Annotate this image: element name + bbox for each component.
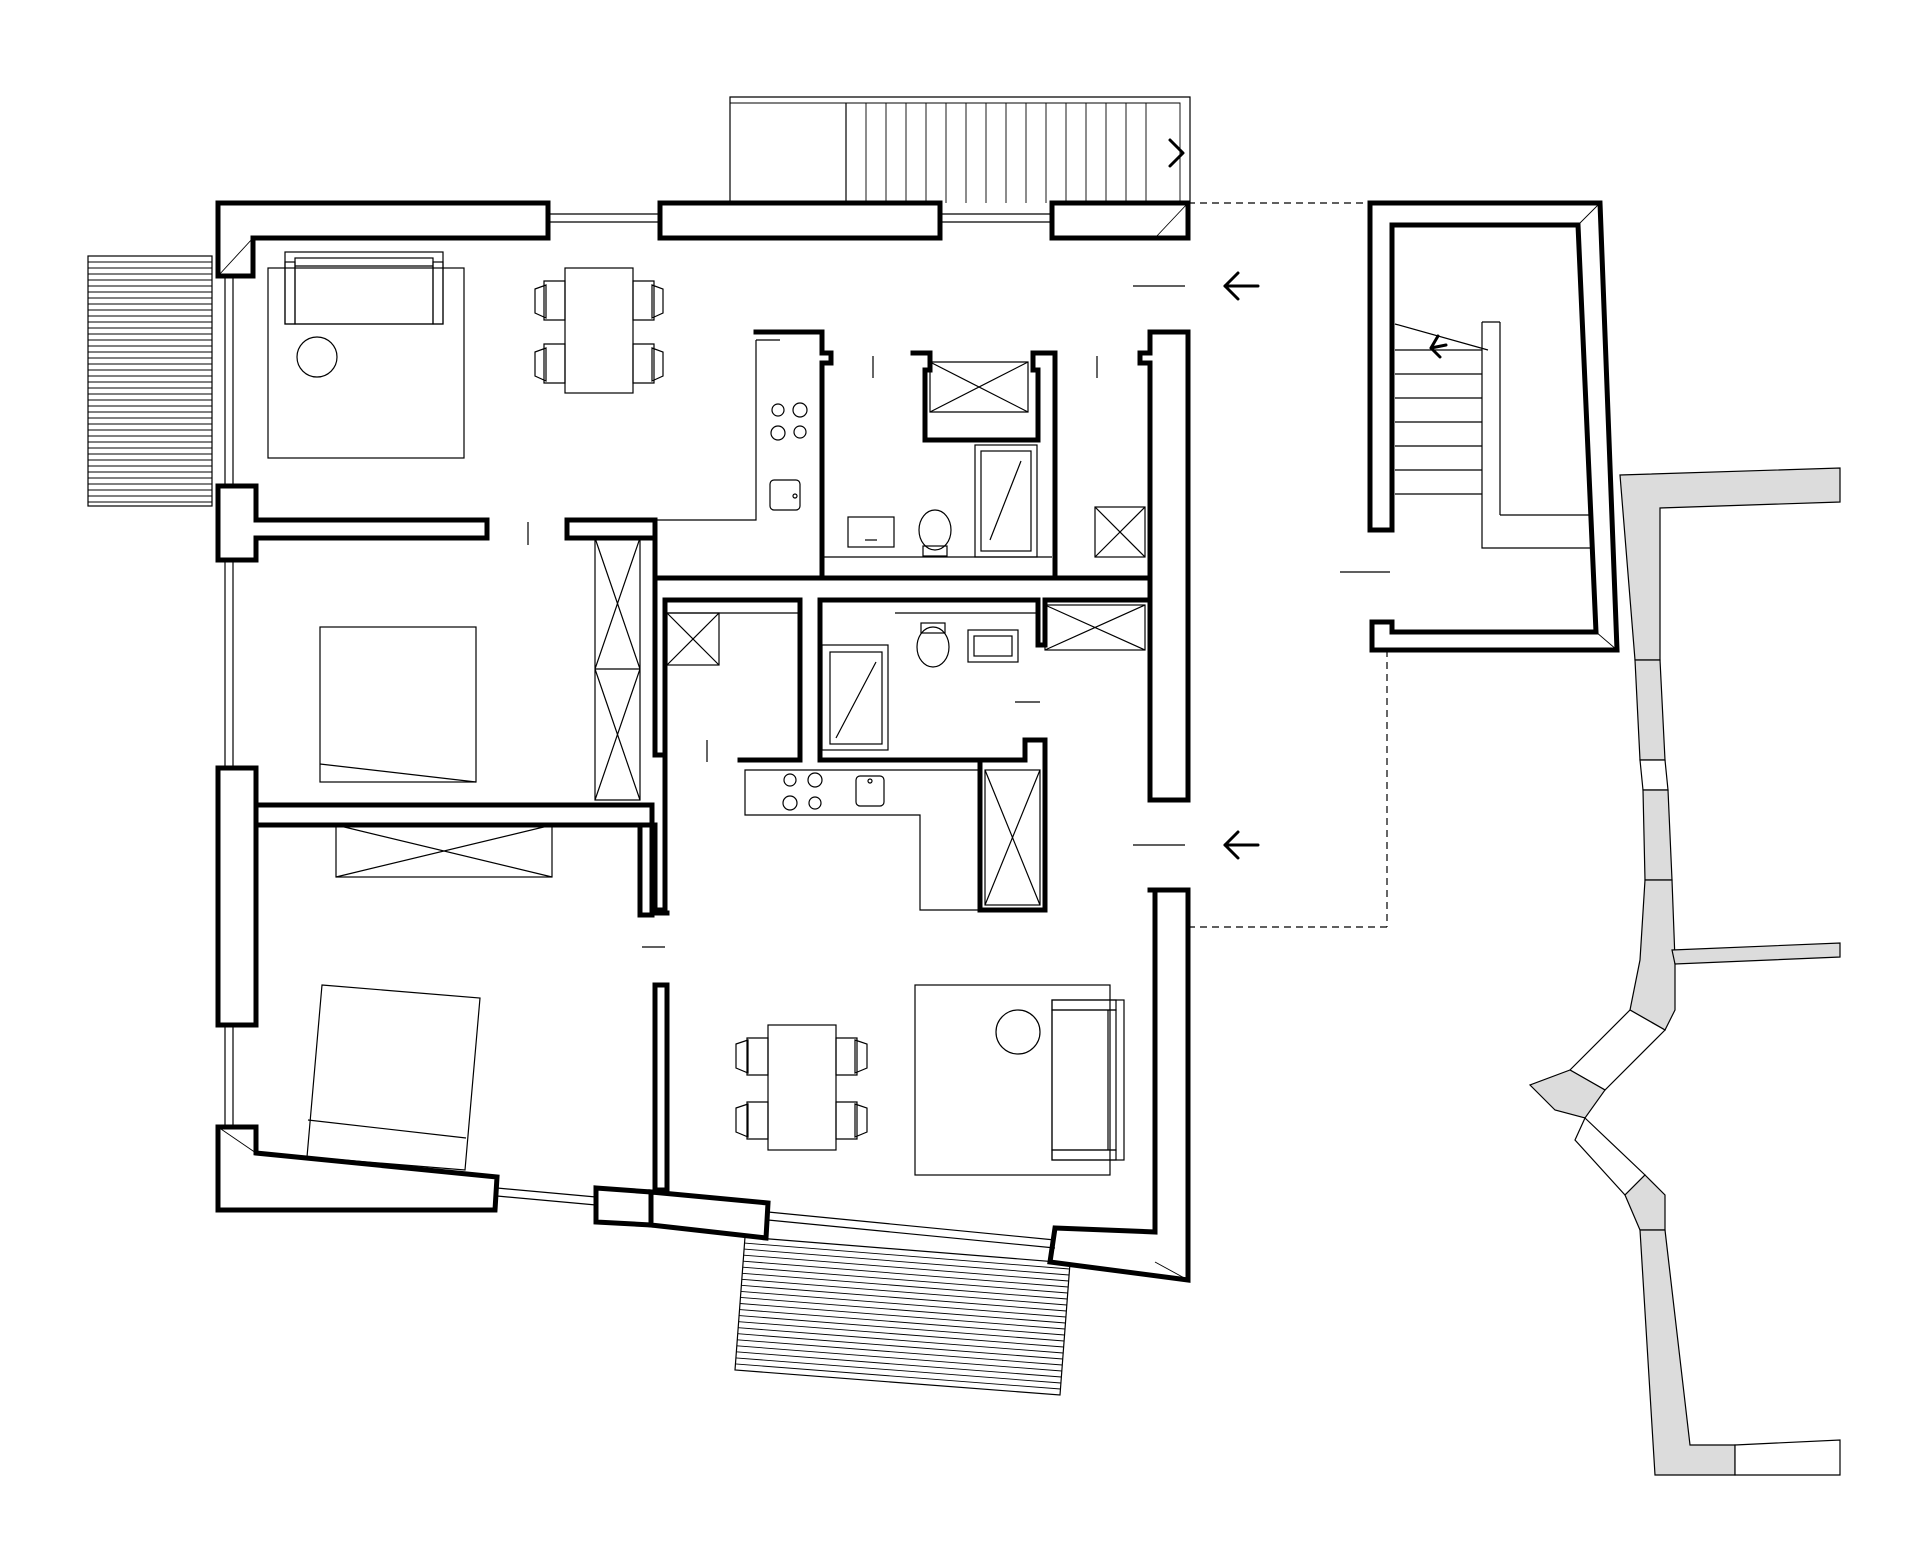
entrance-arrows <box>1133 271 1260 860</box>
cooktop-icon <box>782 772 823 811</box>
hatch-line <box>742 1266 1068 1294</box>
table-icon <box>534 267 664 394</box>
table-icon <box>735 1024 868 1151</box>
stair-direction-icon <box>1168 138 1185 168</box>
left-deck <box>87 255 213 507</box>
coffee-table <box>995 1009 1041 1055</box>
sofa-icon <box>1051 999 1125 1161</box>
stair-direction-icon <box>1429 334 1448 359</box>
sink-icon <box>847 516 895 548</box>
hatch-line <box>742 1272 1068 1300</box>
hatch-line <box>744 1242 1070 1270</box>
hatch-line <box>739 1309 1065 1336</box>
hatch-line <box>736 1351 1062 1378</box>
hatch-line <box>744 1248 1070 1276</box>
arrow-left-icon <box>1223 271 1260 301</box>
hatch-line <box>736 1345 1062 1372</box>
lower-apartment-furniture <box>306 604 1146 1176</box>
hatch-line <box>740 1290 1066 1318</box>
top-deck <box>729 96 1191 203</box>
hatch-line <box>735 1363 1061 1390</box>
coffee-table <box>296 336 338 378</box>
arrow-left-icon <box>1223 830 1260 860</box>
hatch-line <box>735 1357 1061 1384</box>
sink-icon <box>855 775 885 807</box>
dashed-lines <box>1188 202 1388 928</box>
toilet-icon <box>916 622 950 668</box>
hatch-line <box>737 1333 1063 1360</box>
top-apartment-furniture <box>267 251 1146 801</box>
toilet-icon <box>918 509 952 557</box>
hatch-line <box>739 1303 1066 1330</box>
interior-walls <box>253 329 1191 1193</box>
shower-icon <box>974 444 1038 558</box>
hatch-line <box>741 1284 1067 1312</box>
cooktop-icon <box>770 402 808 441</box>
hatch-line <box>737 1339 1063 1366</box>
hatch-line <box>743 1260 1069 1288</box>
hatch-line <box>740 1297 1066 1324</box>
exterior-walls <box>215 200 1191 1283</box>
sink-icon <box>967 629 1019 663</box>
stairwell <box>1340 200 1620 653</box>
sofa-icon <box>284 251 444 325</box>
bed-icon <box>319 626 477 783</box>
hatch-line <box>738 1327 1064 1354</box>
bottom-deck <box>734 1236 1071 1396</box>
sink-icon <box>769 479 801 511</box>
hatch-line <box>738 1321 1064 1348</box>
hatch-line <box>739 1315 1065 1342</box>
hatch-line <box>741 1278 1067 1306</box>
neighbor-building <box>1528 467 1841 1476</box>
shower-icon <box>821 644 889 751</box>
bed-icon <box>306 984 481 1171</box>
door-marks <box>527 356 1098 948</box>
hatch-line <box>743 1254 1069 1282</box>
